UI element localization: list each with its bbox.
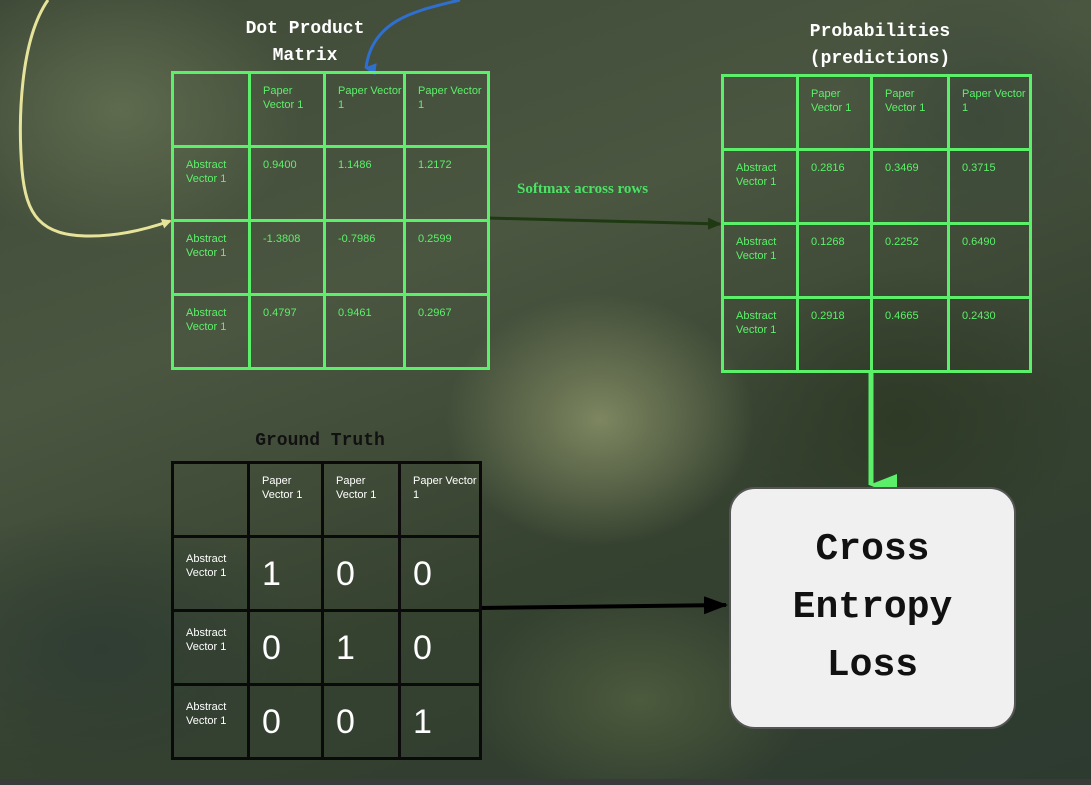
bottom-bar [0, 779, 1091, 785]
row-header: Abstract Vector 1 [171, 609, 250, 686]
ground-truth-title: Ground Truth [255, 431, 385, 451]
probabilities-title: Probabilities (predictions) [809, 22, 951, 69]
matrix-cell: 1.1486 [323, 145, 406, 222]
matrix-cell: 0.4797 [248, 293, 326, 370]
matrix-cell: 0 [247, 609, 324, 686]
matrix-cell: 1 [321, 609, 401, 686]
cross-entropy-loss-box: Cross Entropy Loss [729, 487, 1016, 729]
column-header: Paper Vector 1 [248, 71, 326, 148]
column-header: Paper Vector 1 [321, 461, 401, 538]
matrix-cell: 1 [398, 683, 482, 760]
matrix-cell: 0.2967 [403, 293, 490, 370]
matrix-cell: -0.7986 [323, 219, 406, 296]
matrix-cell: 0.3715 [947, 148, 1032, 225]
corner-cell [721, 74, 799, 151]
probabilities-matrix: Paper Vector 1 Paper Vector 1 Paper Vect… [721, 74, 1032, 373]
column-header: Paper Vector 1 [796, 74, 873, 151]
matrix-cell: 0.6490 [947, 222, 1032, 299]
ground-truth-to-loss-arrow [478, 596, 728, 615]
column-header: Paper Vector 1 [398, 461, 482, 538]
matrix-cell: 0 [321, 535, 401, 612]
matrix-cell: 0 [321, 683, 401, 760]
yellow-arrow [18, 0, 172, 238]
row-header: Abstract Vector 1 [721, 148, 799, 225]
row-header: Abstract Vector 1 [721, 222, 799, 299]
matrix-cell: 0.3469 [870, 148, 950, 225]
blue-arrow [364, 0, 461, 76]
column-header: Paper Vector 1 [403, 71, 490, 148]
column-header: Paper Vector 1 [947, 74, 1032, 151]
softmax-arrow [486, 216, 722, 230]
matrix-cell: 0.1268 [796, 222, 873, 299]
matrix-cell: 0.2816 [796, 148, 873, 225]
corner-cell [171, 461, 250, 538]
row-header: Abstract Vector 1 [721, 296, 799, 373]
softmax-label: Softmax across rows [517, 181, 649, 197]
row-header: Abstract Vector 1 [171, 293, 251, 370]
matrix-cell: 0.2252 [870, 222, 950, 299]
matrix-cell: 0.9400 [248, 145, 326, 222]
row-header: Abstract Vector 1 [171, 535, 250, 612]
matrix-cell: 0.4665 [870, 296, 950, 373]
corner-cell [171, 71, 251, 148]
matrix-cell: 0 [398, 535, 482, 612]
matrix-cell: 1.2172 [403, 145, 490, 222]
column-header: Paper Vector 1 [870, 74, 950, 151]
matrix-cell: 1 [247, 535, 324, 612]
matrix-cell: -1.3808 [248, 219, 326, 296]
ground-truth-matrix: Paper Vector 1 Paper Vector 1 Paper Vect… [171, 461, 482, 760]
matrix-cell: 0.2430 [947, 296, 1032, 373]
dot-product-matrix: Paper Vector 1 Paper Vector 1 Paper Vect… [171, 71, 490, 370]
matrix-cell: 0.9461 [323, 293, 406, 370]
dot-product-title: Dot Product Matrix [245, 19, 365, 66]
row-header: Abstract Vector 1 [171, 145, 251, 222]
matrix-cell: 0 [398, 609, 482, 686]
column-header: Paper Vector 1 [323, 71, 406, 148]
row-header: Abstract Vector 1 [171, 219, 251, 296]
row-header: Abstract Vector 1 [171, 683, 250, 760]
matrix-cell: 0.2599 [403, 219, 490, 296]
matrix-cell: 0.2918 [796, 296, 873, 373]
column-header: Paper Vector 1 [247, 461, 324, 538]
matrix-cell: 0 [247, 683, 324, 760]
